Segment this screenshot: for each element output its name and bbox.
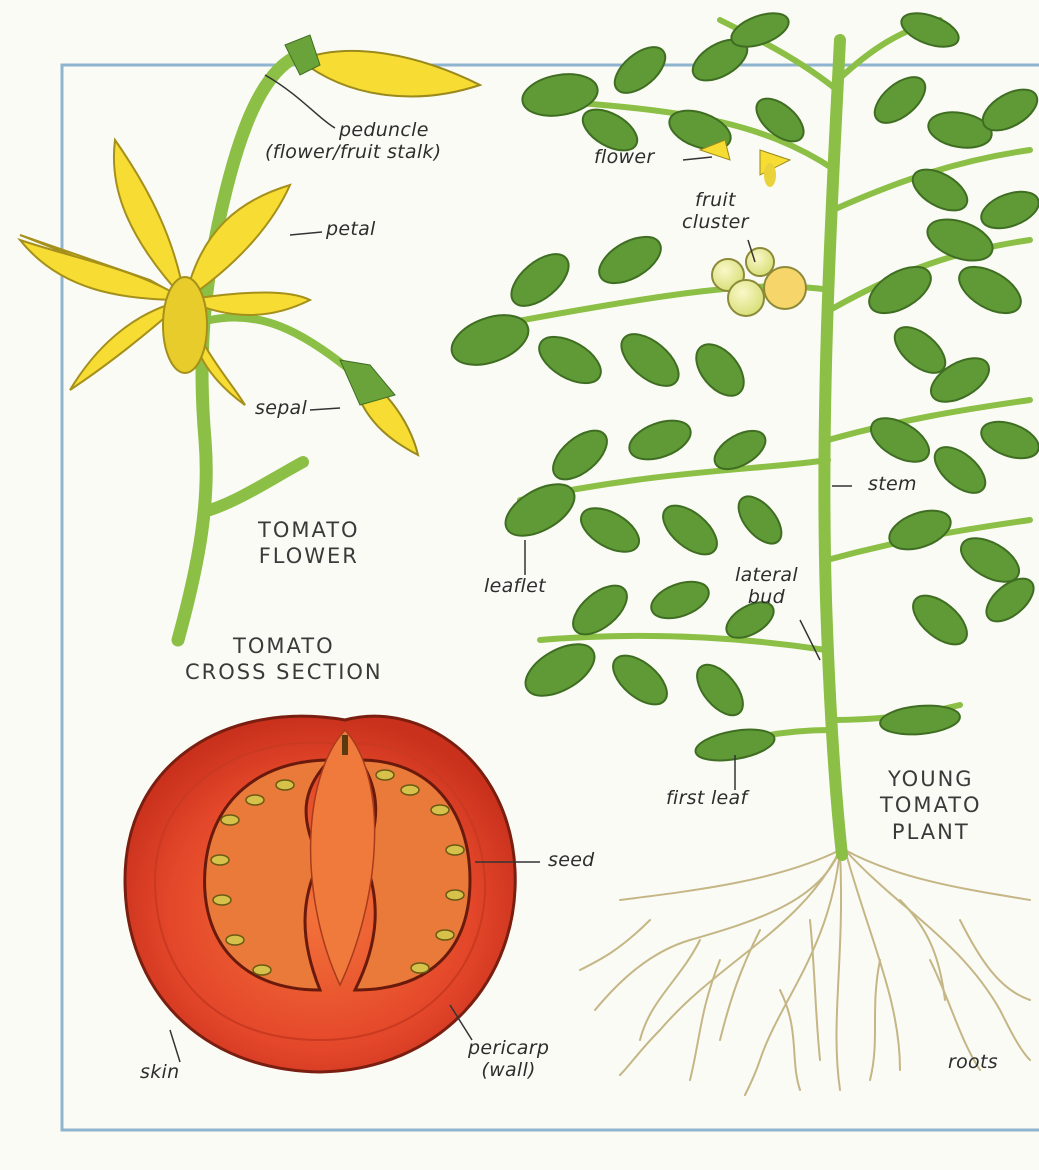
- tomato-cross-section: [125, 716, 515, 1072]
- label-sepal: sepal: [255, 398, 307, 420]
- label-skin: skin: [140, 1062, 179, 1084]
- label-peduncle: peduncle (flower/fruit stalk): [335, 120, 441, 164]
- title-young-tomato-plant: YOUNG TOMATO PLANT: [880, 766, 982, 845]
- label-stem: stem: [868, 474, 917, 496]
- young-tomato-plant: [445, 7, 1039, 1095]
- label-flower: flower: [594, 147, 654, 169]
- label-lateral-bud: lateral bud: [735, 565, 798, 609]
- fruit-cluster-drawing: [712, 248, 806, 316]
- label-roots: roots: [948, 1052, 998, 1074]
- title-tomato-cross-section: TOMATO CROSS SECTION: [185, 633, 383, 686]
- label-pericarp: pericarp (wall): [468, 1038, 549, 1082]
- plant-flower-cluster: [700, 140, 790, 187]
- label-leaflet: leaflet: [484, 576, 546, 598]
- label-first-leaf: first leaf: [666, 788, 747, 810]
- leaves: [445, 7, 1039, 766]
- label-seed: seed: [548, 850, 595, 872]
- label-petal: petal: [326, 219, 376, 241]
- label-fruit-cluster: fruit cluster: [682, 190, 749, 234]
- title-tomato-flower: TOMATO FLOWER: [258, 517, 360, 570]
